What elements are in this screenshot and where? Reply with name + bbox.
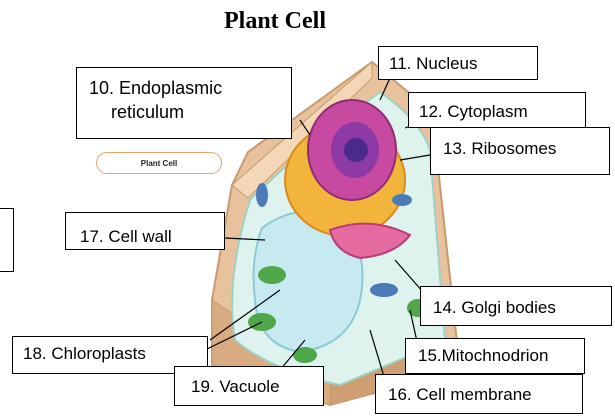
- label-nucleus: 11. Nucleus: [378, 46, 538, 80]
- mitochondrion-shape-2: [392, 194, 412, 206]
- label-er-line2: reticulum: [89, 100, 281, 124]
- nucleolus-shape: [344, 138, 368, 162]
- label-golgi-bodies: 14. Golgi bodies: [420, 286, 612, 326]
- label-mitochondrion: 15.Mitochnodrion: [405, 338, 585, 374]
- label-er-line1: 10. Endoplasmic: [89, 76, 281, 100]
- mitochondrion-shape-1: [370, 283, 398, 297]
- label-endoplasmic-reticulum: 10. Endoplasmic reticulum: [76, 67, 292, 139]
- label-cell-wall: 17. Cell wall: [65, 212, 225, 250]
- label-ribosomes: 13. Ribosomes: [430, 127, 610, 175]
- offscreen-label-box: [0, 208, 14, 272]
- label-vacuole: 19. Vacuole: [174, 366, 324, 406]
- chloroplast-shape-1: [258, 266, 286, 284]
- mitochondrion-shape-3: [256, 183, 268, 207]
- label-cytoplasm: 12. Cytoplasm: [408, 92, 586, 128]
- label-cell-membrane: 16. Cell membrane: [375, 374, 583, 414]
- plant-cell-badge: Plant Cell: [96, 152, 222, 174]
